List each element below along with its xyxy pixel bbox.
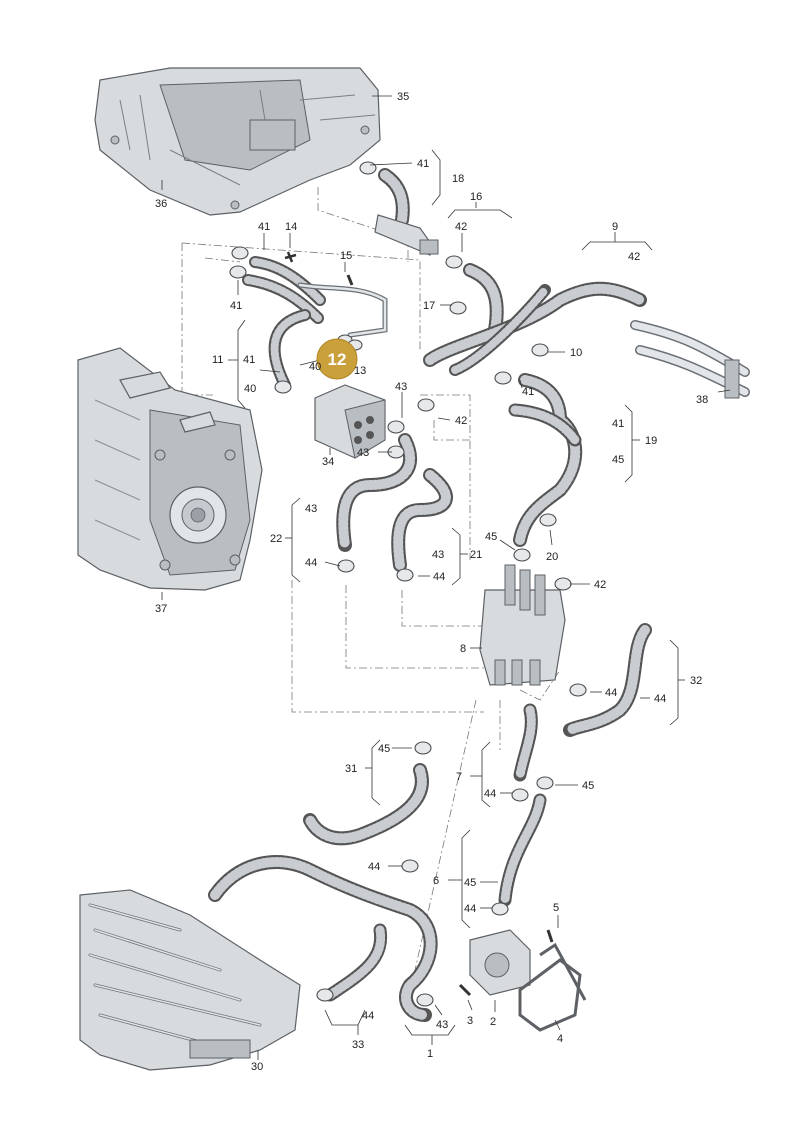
label-44: 44 (484, 788, 496, 800)
label-42: 42 (628, 251, 640, 263)
label-18: 18 (452, 173, 464, 185)
label-30: 30 (251, 1061, 263, 1073)
label-42: 42 (455, 221, 467, 233)
label-15: 15 (340, 250, 352, 262)
label-44: 44 (605, 687, 617, 699)
label-42: 42 (455, 415, 467, 427)
label-19: 19 (645, 435, 657, 447)
coolant-hoses (208, 168, 652, 1022)
label-5: 5 (553, 902, 559, 914)
label-3: 3 (467, 1015, 473, 1027)
label-4: 4 (557, 1033, 563, 1045)
label-1: 1 (427, 1048, 433, 1060)
label-44: 44 (305, 557, 317, 569)
label-45: 45 (378, 743, 390, 755)
label-41: 41 (417, 158, 429, 170)
label-43: 43 (305, 503, 317, 515)
label-14: 14 (285, 221, 297, 233)
label-2: 2 (490, 1016, 496, 1028)
pipe-38 (630, 320, 750, 399)
label-43: 43 (436, 1019, 448, 1031)
power-electronics-36 (94, 67, 381, 216)
label-33: 33 (352, 1039, 364, 1051)
label-21: 21 (470, 549, 482, 561)
label-40: 40 (244, 383, 256, 395)
label-38: 38 (696, 394, 708, 406)
label-43: 43 (395, 381, 407, 393)
label-41: 41 (243, 354, 255, 366)
label-44: 44 (464, 903, 476, 915)
leader-lines (161, 95, 731, 1060)
hose-clamps (229, 161, 587, 1007)
label-6: 6 (433, 875, 439, 887)
label-45: 45 (612, 454, 624, 466)
label-44: 44 (368, 861, 380, 873)
label-9: 9 (612, 221, 618, 233)
label-11: 11 (212, 354, 223, 366)
label-10: 10 (570, 347, 582, 359)
label-43: 43 (357, 447, 369, 459)
label-34: 34 (322, 456, 334, 468)
transmission-37 (77, 347, 263, 591)
label-44: 44 (433, 571, 445, 583)
callout-12[interactable]: 12 (316, 338, 358, 380)
label-13: 13 (354, 365, 366, 377)
label-32: 32 (690, 675, 702, 687)
callout-number: 12 (328, 350, 347, 369)
label-17: 17 (423, 300, 435, 312)
part-labels: 35 36 41 18 16 9 42 42 41 14 15 41 17 10… (155, 91, 708, 1073)
label-41: 41 (522, 386, 534, 398)
label-16: 16 (470, 191, 482, 203)
label-45: 45 (464, 877, 476, 889)
label-40: 40 (309, 361, 321, 373)
label-7: 7 (456, 771, 462, 783)
label-43: 43 (432, 549, 444, 561)
label-41: 41 (258, 221, 270, 233)
label-31: 31 (345, 763, 357, 775)
components (314, 214, 587, 1032)
label-41: 41 (230, 300, 242, 312)
label-37: 37 (155, 603, 167, 615)
label-41: 41 (612, 418, 624, 430)
label-35: 35 (397, 91, 409, 103)
bolts (284, 251, 554, 997)
label-44: 44 (654, 693, 666, 705)
label-45: 45 (582, 780, 594, 792)
label-45: 45 (485, 531, 497, 543)
label-36: 36 (155, 198, 167, 210)
label-42: 42 (594, 579, 606, 591)
battery-harness-30 (79, 889, 301, 1071)
label-20: 20 (546, 551, 558, 563)
label-8: 8 (460, 643, 466, 655)
label-22: 22 (270, 533, 282, 545)
label-44: 44 (362, 1010, 374, 1022)
